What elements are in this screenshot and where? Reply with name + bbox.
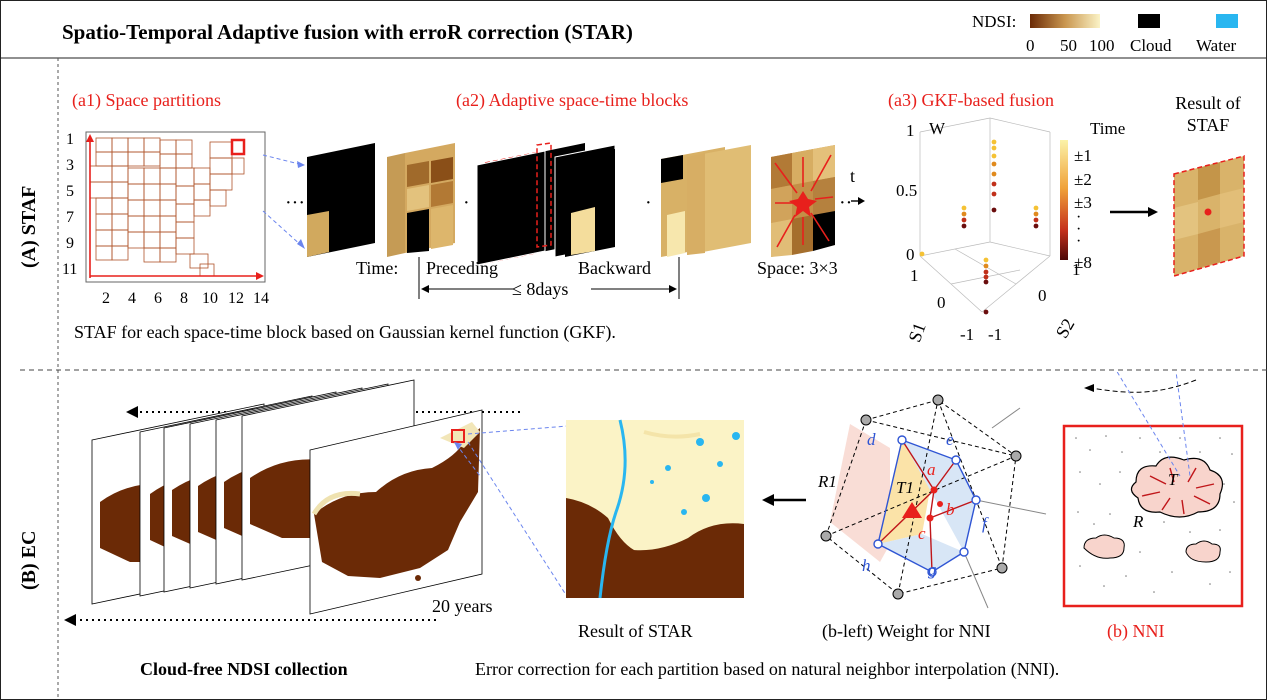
a3-s2-tick-0: 0 — [1038, 286, 1047, 305]
ndsi-colorbar — [1030, 14, 1100, 28]
a3-time-tick-8: ±8 — [1074, 253, 1092, 272]
legend-water-label: Water — [1196, 36, 1237, 55]
a3-time-tick-3: ±3 — [1074, 193, 1092, 212]
point-label-c: c — [918, 524, 926, 543]
nni-title: (b) NNI — [1107, 621, 1165, 641]
ec-caption: Error correction for each partition base… — [475, 659, 1060, 679]
space-label: Space: 3×3 — [757, 258, 838, 278]
a3-s1-tick-1: 1 — [910, 266, 919, 285]
svg-text:·: · — [463, 192, 470, 214]
a1-xtick-12: 12 — [228, 290, 244, 307]
a3-s1-tick-0: 0 — [937, 293, 946, 312]
a3-s2-tick-m1: -1 — [988, 325, 1003, 344]
a2-title: (a2) Adaptive space-time blocks — [456, 90, 689, 110]
point-label-b: b — [946, 500, 955, 519]
ec-diagram — [64, 372, 1244, 626]
a3-ztick-05: 0.5 — [896, 181, 918, 200]
legend-tick-100: 100 — [1089, 36, 1115, 55]
a3-ztick-0: 0 — [906, 245, 915, 264]
a1-xtick-2: 2 — [102, 290, 110, 307]
r1-label: R1 — [818, 472, 837, 491]
staf-caption: STAF for each space-time block based on … — [74, 322, 616, 342]
point-label-f: f — [982, 514, 987, 533]
a3-s2-tick-1: 1 — [1072, 260, 1081, 279]
legend-tick-0: 0 — [1026, 36, 1035, 55]
gkf-3d-plot — [919, 117, 1068, 315]
legend-tick-50: 50 — [1060, 36, 1077, 55]
a3-time-label: Time — [1090, 119, 1126, 138]
a1-ytick-5: 5 — [66, 183, 74, 200]
legend-ndsi-label: NDSI: — [972, 12, 1017, 31]
svg-text:···: ··· — [285, 192, 305, 214]
page-title: Spatio-Temporal Adaptive fusion with err… — [62, 20, 633, 44]
a3-w-label: W — [929, 119, 946, 138]
section-label-staf: (A) STAF — [18, 185, 40, 268]
collection-label: Cloud-free NDSI collection — [140, 659, 348, 679]
years-label: 20 years — [432, 596, 493, 616]
a1-xtick-14: 14 — [253, 290, 269, 307]
a1-xtick-8: 8 — [180, 290, 188, 307]
time-label: Time: — [356, 258, 399, 278]
point-label-d: d — [867, 430, 876, 449]
t1-label: T1 — [896, 478, 914, 497]
a1-ytick-1: 1 — [66, 131, 74, 148]
a1-ytick-3: 3 — [66, 157, 74, 174]
a3-time-tick-2: ±2 — [1074, 170, 1092, 189]
water-swatch — [1216, 14, 1238, 28]
svg-text:··: ·· — [839, 192, 852, 214]
point-label-a: a — [927, 460, 936, 479]
a1-xtick-6: 6 — [154, 290, 162, 307]
preceding-label: Preceding — [426, 258, 498, 278]
window-label: ≤ 8days — [512, 279, 569, 299]
a1-ytick-7: 7 — [66, 209, 74, 226]
nni-weight-label: (b-left) Weight for NNI — [822, 621, 991, 641]
backward-label: Backward — [578, 258, 651, 278]
point-label-g: g — [928, 560, 937, 579]
a1-ytick-9: 9 — [66, 235, 74, 252]
a1-title: (a1) Space partitions — [72, 90, 221, 110]
a3-s1-tick-m1: -1 — [960, 325, 975, 344]
svg-text:·: · — [645, 192, 652, 214]
nni-t-label: T — [1168, 470, 1178, 489]
a3-time-tick-1: ±1 — [1074, 146, 1092, 165]
point-label-e: e — [946, 430, 954, 449]
result-staf-patch — [1110, 155, 1245, 277]
point-label-h: h — [862, 556, 871, 575]
a3-ztick-1: 1 — [906, 121, 915, 140]
result-staf-label: Result of STAF — [1175, 93, 1241, 135]
time-window-bracket — [418, 257, 680, 299]
a1-xtick-4: 4 — [128, 290, 136, 307]
section-label-ec: (B) EC — [18, 530, 40, 590]
a1-xtick-10: 10 — [202, 290, 218, 307]
t-axis-label: t — [850, 166, 856, 186]
result-star-label: Result of STAR — [578, 621, 693, 641]
legend-cloud-label: Cloud — [1130, 36, 1172, 55]
cloud-swatch — [1138, 14, 1160, 28]
a3-title: (a3) GKF-based fusion — [888, 90, 1054, 110]
a3-time-ellipsis: ··· — [1076, 209, 1082, 250]
space-partitions-grid — [85, 131, 266, 283]
a1-ytick-11: 11 — [62, 261, 78, 278]
space-time-blocks: ··· · · ·· — [262, 142, 865, 265]
nni-r-label: R — [1133, 512, 1144, 531]
